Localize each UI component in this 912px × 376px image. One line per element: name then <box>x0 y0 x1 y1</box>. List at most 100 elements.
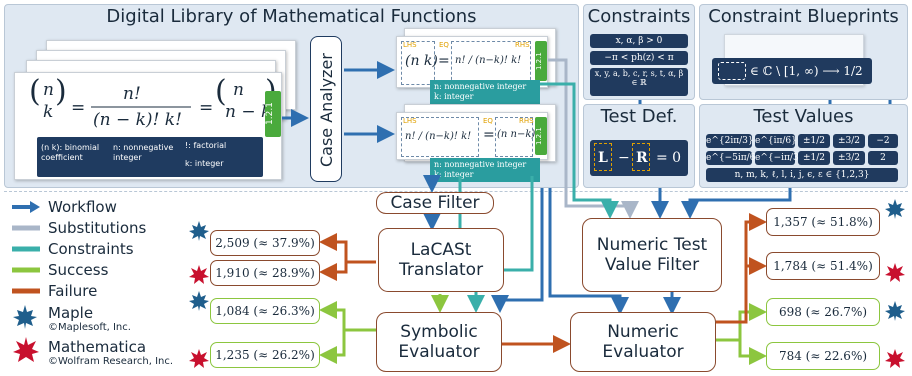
symbol-binomial: (n k): binomial coefficient <box>41 143 100 162</box>
svg-text:(: ( <box>215 77 227 109</box>
testdef-eq: = 0 <box>656 150 682 166</box>
case1-rhs-label: RHS <box>515 41 530 49</box>
legend-substitutions: Substitutions <box>48 219 147 237</box>
numeric-box: Numeric Evaluator <box>570 312 716 372</box>
symbol-factorial: !: factorial <box>185 141 227 150</box>
legend-mathematica-copyright: ©Wolfram Research, Inc. <box>48 356 174 367</box>
symbol-n: n: nonnegative integer <box>113 143 174 162</box>
case2-version: 1.2.1 <box>535 117 547 155</box>
legend-failure: Failure <box>48 282 98 300</box>
translator-label: LaCASt Translator <box>398 240 484 280</box>
result-r3: 698 (≈ 26.7%) <box>778 305 868 319</box>
maple-leaf-icon <box>189 291 209 311</box>
result-numeric-ok-math: 784 (≈ 22.6%) <box>766 342 880 370</box>
result-l4: 1,235 (≈ 26.2%) <box>215 348 315 362</box>
case2-lhs-box <box>401 117 479 157</box>
testdef-r: R <box>636 150 648 166</box>
case1-lhs-box <box>401 41 435 85</box>
testdef-box: L − R = 0 <box>590 140 688 176</box>
mathematica-star-icon <box>885 263 905 282</box>
case1-note-k: k: integer <box>434 92 474 101</box>
case2-note-k: k: integer <box>434 170 474 179</box>
symbolic-box: Symbolic Evaluator <box>376 312 502 372</box>
svg-text:): ) <box>55 77 67 109</box>
case1-eq-label: EQ <box>439 41 449 49</box>
result-l1: 2,509 (≈ 37.9%) <box>215 236 315 250</box>
legend: Workflow Substitutions Constraints Succe… <box>8 196 188 372</box>
main-formula: ( n k ) = n! (n − k)! k! = ( n n − k ) <box>29 77 277 130</box>
result-r2: 1,784 (≈ 51.4%) <box>773 259 873 273</box>
flow-case-to-symbolic <box>491 188 544 313</box>
blueprint-placeholder-box <box>718 62 746 80</box>
case1-note-n: n: nonnegative integer <box>434 82 527 91</box>
svg-text:=: = <box>199 98 213 118</box>
tv-r2-c3: ±1/2 <box>798 151 830 165</box>
legend-mathematica: Mathematica <box>48 338 147 356</box>
result-numeric-fail-maple: 1,357 (≈ 51.8%) <box>766 208 880 236</box>
testdef-rhs-box <box>632 143 650 171</box>
workflow-legend-icon <box>12 201 40 213</box>
tv-r2-c2: e^{−iπ/3} <box>755 151 805 165</box>
result-translator-maple: 2,509 (≈ 37.9%) <box>210 230 320 256</box>
tv-r2-c4: ±3/2 <box>833 151 865 165</box>
maple-leaf-icon <box>885 199 905 219</box>
constraint-2: −π < ph(z) < π <box>590 51 688 65</box>
case-analyzer: Case Analyzer <box>310 36 342 182</box>
success-numeric-maple <box>716 303 767 342</box>
result-symbolic-math: 1,235 (≈ 26.2%) <box>210 342 320 368</box>
failure-translator-maple <box>319 233 376 264</box>
result-l2: 1,910 (≈ 28.9%) <box>215 266 315 280</box>
mathematica-star-icon <box>885 349 905 368</box>
tv-r1-c1: e^{2iπ/3} <box>706 134 754 148</box>
formula-card-main: ( n k ) = n! (n − k)! k! = ( n n − k ) 1… <box>14 72 282 180</box>
case2-constraints: n: nonnegative integer k: integer <box>430 158 540 182</box>
case-analyzer-label: Case Analyzer <box>317 53 336 167</box>
section-divider <box>4 191 908 192</box>
svg-text:(: ( <box>29 77 41 109</box>
symbol-legend: (n k): binomial coefficient n: nonnegati… <box>37 137 263 177</box>
case-filter-box: Case Filter <box>376 192 494 214</box>
testdef-lhs-box <box>594 143 612 171</box>
symbol-k: k: integer <box>185 159 224 168</box>
case1-eq: = <box>438 53 450 69</box>
testvalues-grid: e^{2iπ/3} e^{iπ/6} ±1/2 ±3/2 −2 e^{−5iπ/… <box>706 134 902 182</box>
mathematica-star-icon <box>189 349 209 368</box>
failure-translator-math <box>319 262 348 281</box>
testdef-title: Test Def. <box>600 106 678 127</box>
svg-text:n − k: n − k <box>225 102 271 122</box>
svg-text:(n − k)! k!: (n − k)! k! <box>93 110 182 130</box>
case2-lhs-label: LHS <box>403 117 417 125</box>
case1-lhs-label: LHS <box>403 41 417 49</box>
case2-rhs: (n n−k) <box>497 129 536 140</box>
svg-text:n: n <box>233 80 244 100</box>
tv-r2-c1: e^{−5iπ/6} <box>706 151 762 165</box>
mathematica-star-icon <box>189 265 209 284</box>
blueprints-title: Constraint Blueprints <box>708 6 899 27</box>
case1-rhs: n! / (n−k)! k! <box>455 55 522 66</box>
case2-lhs: n! / (n−k)! k! <box>405 131 472 142</box>
maple-leaf-icon <box>885 301 905 321</box>
success-symbolic-maple <box>319 301 376 332</box>
case-card-1: LHS (n k) = EQ RHS n! / (n−k)! k! 1.2.1 <box>396 36 548 88</box>
constraint-1: x, α, β > 0 <box>590 34 688 48</box>
legend-maple: Maple <box>48 304 94 322</box>
constraint-legend-icon <box>12 246 40 252</box>
numeric-filter-box: Numeric Test Value Filter <box>582 218 722 292</box>
svg-text:k: k <box>43 102 53 122</box>
symbolic-label: Symbolic Evaluator <box>398 322 480 362</box>
success-numeric-math <box>738 340 767 365</box>
case1-constraints: n: nonnegative integer k: integer <box>430 80 540 104</box>
legend-success: Success <box>48 261 109 279</box>
substitution-legend-icon <box>12 225 40 231</box>
dlmf-title: Digital Library of Mathematical Function… <box>106 6 477 27</box>
failure-legend-icon <box>12 288 40 294</box>
case-filter-label: Case Filter <box>390 193 480 213</box>
tv-r3: n, m, k, ℓ, l, i, j, ϵ, ε ∈ {1,2,3} <box>706 168 898 182</box>
tv-r1-c5: −2 <box>868 134 898 148</box>
result-r4: 784 (≈ 22.6%) <box>778 349 868 363</box>
svg-text:n: n <box>43 80 54 100</box>
success-legend-icon <box>12 267 40 273</box>
legend-workflow: Workflow <box>48 198 117 216</box>
tv-r1-c4: ±3/2 <box>833 134 865 148</box>
svg-text:=: = <box>71 98 85 118</box>
